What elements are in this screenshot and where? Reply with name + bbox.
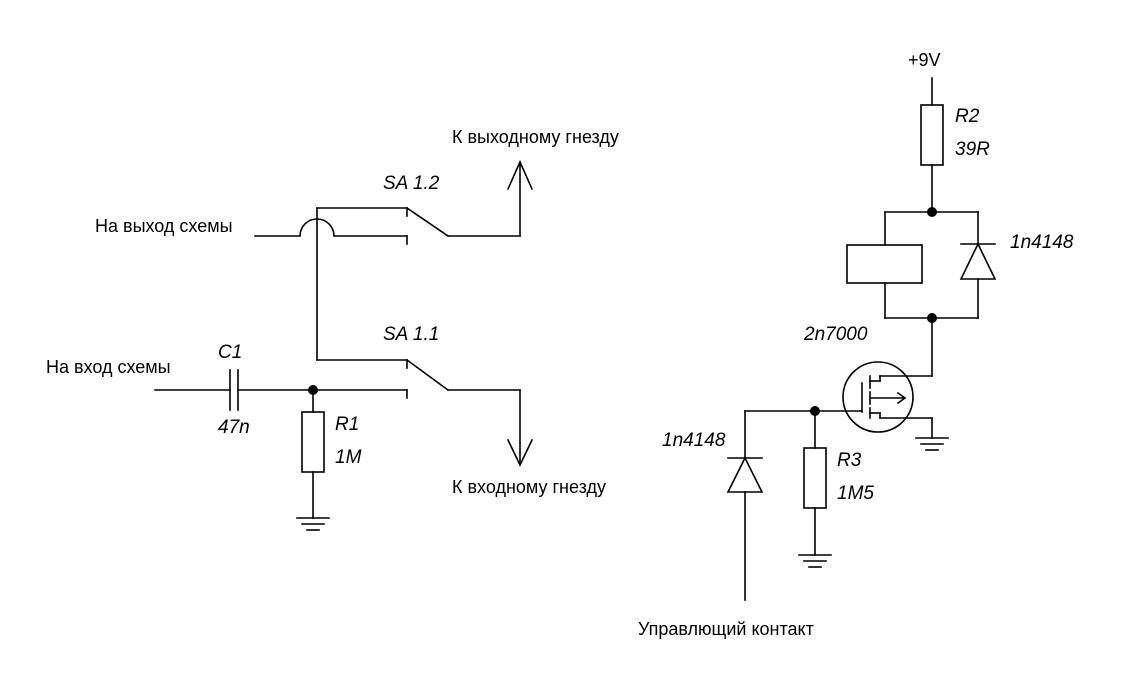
ground-symbol-r1 <box>296 517 330 531</box>
out-jack-label: К выходному гнезду <box>452 127 619 147</box>
ground-symbol-r3 <box>798 554 832 568</box>
ground-symbol-mosfet <box>915 437 949 451</box>
r2-body <box>920 104 944 166</box>
r1-body <box>301 411 325 473</box>
supply-label: +9V <box>908 50 941 70</box>
input-diode-label: 1n4148 <box>662 430 726 451</box>
out-jack-arrow-head <box>506 160 534 191</box>
control-contact-label: Управлющий контакт <box>638 619 814 639</box>
c1-value-label: 47n <box>218 417 250 438</box>
circuit-out-label: На выход схемы <box>95 216 233 236</box>
relay-section <box>726 77 997 601</box>
switch-section <box>154 160 534 531</box>
sa11-blade <box>405 358 450 392</box>
c1-ref-label: C1 <box>218 342 242 363</box>
r3-body <box>803 447 827 509</box>
circuit-out-wire <box>254 218 408 237</box>
r2-value-label: 39R <box>955 139 990 160</box>
sa12-label: SA 1.2 <box>383 173 440 194</box>
r1-ref-label: R1 <box>335 414 359 435</box>
flyback-diode-symbol <box>959 242 997 280</box>
input-diode-symbol <box>726 456 764 493</box>
sa12-blade <box>405 206 450 238</box>
r2-ref-label: R2 <box>955 106 980 127</box>
mosfet-label: 2n7000 <box>803 324 868 345</box>
in-jack-arrow-head <box>506 438 534 467</box>
in-jack-label: К входному гнезду <box>452 477 606 497</box>
relay-coil <box>846 244 923 284</box>
r1-value-label: 1M <box>335 447 362 468</box>
r3-value-label: 1M5 <box>837 483 874 504</box>
mosfet-symbol <box>842 361 914 433</box>
sa11-label: SA 1.1 <box>383 324 439 345</box>
circuit-in-label: На вход схемы <box>46 357 171 377</box>
relay-diode-label: 1n4148 <box>1010 232 1074 253</box>
r3-ref-label: R3 <box>837 450 862 471</box>
